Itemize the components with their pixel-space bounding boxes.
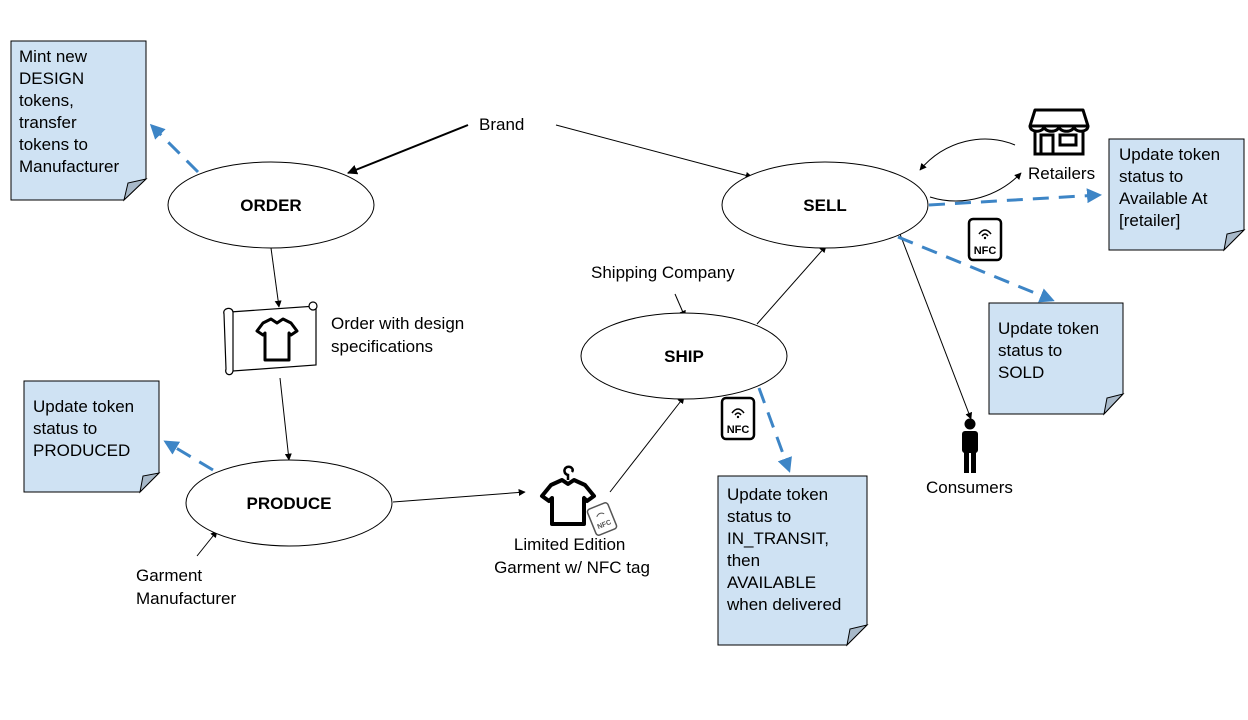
note-sold-line: status to [998, 341, 1062, 360]
note-mint-line: transfer [19, 113, 77, 132]
dashed-order-mint [149, 123, 200, 174]
svg-text:Update token status to: Update token status to SOLD [998, 319, 1104, 382]
shirt-hanger-icon [540, 465, 596, 526]
note-mint-line: DESIGN [19, 69, 84, 88]
garment-line: Garment w/ NFC tag [494, 558, 650, 577]
store-icon [1028, 108, 1090, 156]
svg-text:Mint new DESIGN to: Mint new DESIGN tokens, transfer tokens … [19, 47, 119, 176]
arrow-retailers-sell [919, 138, 1016, 171]
note-transit-line: AVAILABLE [727, 573, 816, 592]
node-ship-label: SHIP [664, 347, 704, 366]
note-transit-line: when delivered [726, 595, 841, 614]
actor-manufacturer: Garment Manufacturer [136, 566, 236, 608]
nfc-tag-icon: NFC [586, 502, 618, 536]
garment-line: Limited Edition [514, 535, 626, 554]
actor-manufacturer-line: Manufacturer [136, 589, 236, 608]
shirt-scroll-icon [223, 301, 318, 376]
arrow-brand-sell [555, 124, 753, 179]
nfc-ship-icon: NFC [720, 396, 756, 441]
note-available-at: Update token status to Available At [ret… [1108, 138, 1246, 252]
note-transit-line: IN_TRANSIT, [727, 529, 829, 548]
note-available-line: Available At [1119, 189, 1208, 208]
actor-shipping: Shipping Company [591, 263, 735, 282]
note-produced-line: Update token [33, 397, 134, 416]
note-available-line: Update token [1119, 145, 1220, 164]
note-mint-line: tokens, [19, 91, 74, 110]
order-spec-line: specifications [331, 337, 433, 356]
note-transit-line: status to [727, 507, 791, 526]
node-ship: SHIP [580, 312, 788, 400]
dashed-ship-transit [757, 387, 792, 473]
nfc-tag-text: NFC [596, 519, 612, 531]
note-mint-line: tokens to [19, 135, 88, 154]
note-mint-line: Mint new [19, 47, 88, 66]
node-order-label: ORDER [240, 196, 301, 215]
arrow-sell-retailers [929, 172, 1022, 202]
actor-consumers: Consumers [926, 478, 1013, 497]
actor-retailers: Retailers [1028, 164, 1095, 183]
dashed-sell-available [928, 188, 1102, 207]
arrow-spec-produce [279, 377, 292, 461]
nfc-ship-text: NFC [727, 424, 750, 436]
actor-brand: Brand [479, 115, 524, 134]
arrow-order-spec [270, 247, 282, 308]
actor-manufacturer-line: Garment [136, 566, 202, 585]
note-mint-line: Manufacturer [19, 157, 119, 176]
note-transit-line: then [727, 551, 760, 570]
note-produced: Update token status to PRODUCED [23, 380, 161, 494]
node-order: ORDER [167, 161, 375, 249]
dashed-produce-produced [163, 440, 214, 472]
nfc-sell-icon: NFC [967, 217, 1003, 262]
arrow-ship-sell [756, 245, 827, 325]
arrow-brand-order [347, 124, 469, 175]
order-spec-label: Order with design specifications [331, 314, 469, 356]
node-produce-label: PRODUCE [246, 494, 331, 513]
node-sell-label: SELL [803, 196, 846, 215]
note-sold-line: SOLD [998, 363, 1044, 382]
svg-text:Update token status to: Update token status to Available At [ret… [1119, 145, 1225, 230]
note-produced-line: PRODUCED [33, 441, 130, 460]
dashed-sell-sold [897, 235, 1055, 303]
note-sold-line: Update token [998, 319, 1099, 338]
arrow-garment-ship [609, 396, 685, 493]
nfc-sell-text: NFC [974, 245, 997, 257]
note-sold: Update token status to SOLD [988, 302, 1125, 416]
arrow-sell-consumers [899, 233, 973, 420]
note-available-line: status to [1119, 167, 1183, 186]
note-available-line: [retailer] [1119, 211, 1180, 230]
order-spec-line: Order with design [331, 314, 464, 333]
arrow-produce-garment [392, 488, 526, 503]
note-in-transit: Update token status to IN_TRANSIT, then … [717, 475, 869, 647]
note-mint: Mint new DESIGN tokens, transfer tokens … [10, 40, 148, 202]
node-sell: SELL [721, 161, 929, 249]
person-icon [962, 418, 978, 473]
svg-text:Update token status to: Update token status to PRODUCED [33, 397, 139, 460]
note-transit-line: Update token [727, 485, 828, 504]
svg-text:Update token status to: Update token status to IN_TRANSIT, then … [726, 485, 841, 614]
garment-label: Limited Edition Garment w/ NFC tag [494, 535, 650, 577]
arrow-manufacturer-produce [196, 530, 218, 557]
node-produce: PRODUCE [185, 459, 393, 547]
note-produced-line: status to [33, 419, 97, 438]
